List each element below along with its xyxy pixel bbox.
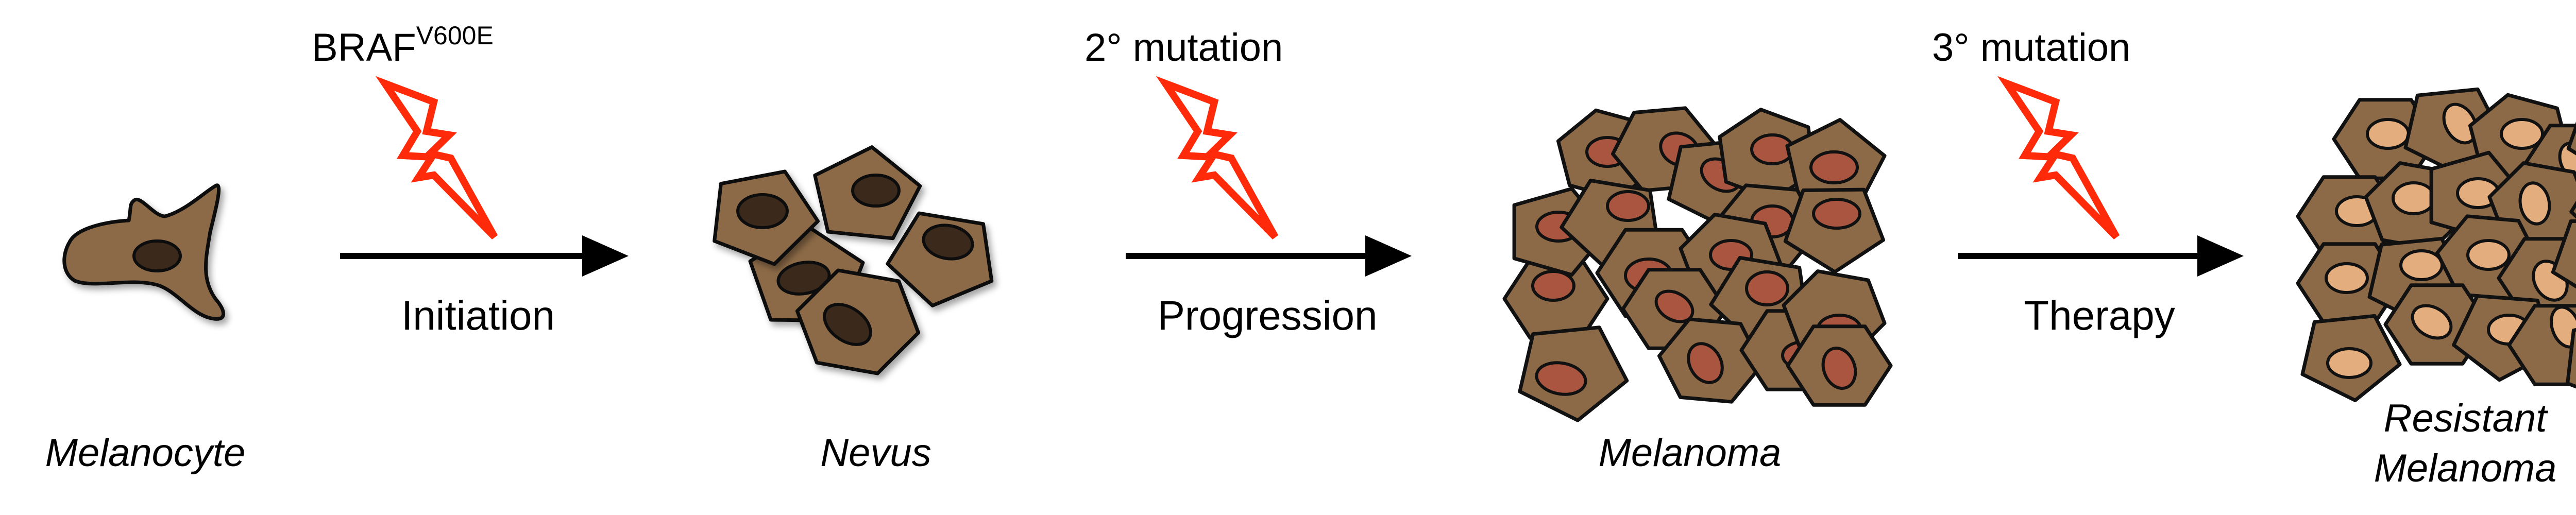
cell (1518, 325, 1629, 422)
cell-nucleus (1535, 361, 1587, 396)
cell-nucleus (2466, 239, 2511, 271)
cell-nucleus (2366, 118, 2410, 150)
cell-nucleus (2392, 181, 2436, 215)
cell-nucleus (2399, 249, 2444, 281)
step-label-progression: Progression (1158, 293, 1378, 338)
step-label-initiation: Initiation (401, 293, 555, 338)
cell (2569, 200, 2576, 219)
cell (1785, 118, 1887, 207)
arrow-progression (1126, 235, 1412, 277)
resistant-melanoma-cell-cluster (2296, 87, 2576, 402)
cell-nucleus (1531, 270, 1575, 302)
cell-nucleus (776, 261, 831, 296)
mutation-label-braf: BRAFV600E (312, 21, 494, 70)
cell-nucleus (823, 303, 872, 346)
melanoma-cell-cluster (1502, 106, 1893, 422)
cell-nucleus (2500, 118, 2544, 150)
right-arrow-icon (2197, 235, 2244, 277)
cell-nucleus (1809, 150, 1859, 184)
cell (1786, 324, 1893, 407)
cell (1718, 108, 1817, 201)
mutation-label-secondary: 2° mutation (1084, 26, 1283, 70)
cell (1657, 317, 1764, 404)
right-arrow-icon (1365, 235, 1412, 277)
cell (713, 169, 820, 266)
lightning-bolt-icon (1997, 76, 2120, 239)
cell (1783, 187, 1885, 274)
right-arrow-icon (582, 235, 629, 277)
cell-nucleus (1812, 198, 1861, 230)
cell (2551, 219, 2576, 289)
stage-label-melanoma: Melanoma (1599, 431, 1782, 475)
melanocyte-cell (62, 183, 225, 321)
cell-nucleus (1745, 270, 1789, 306)
cell-nucleus (2411, 304, 2453, 340)
cell-nucleus (1606, 190, 1650, 222)
cell-nucleus (1687, 342, 1724, 384)
cell-nucleus (2518, 181, 2551, 226)
step-label-therapy: Therapy (2024, 293, 2175, 338)
lightning-bolt-icon (1156, 76, 1279, 239)
cell-body (2551, 219, 2576, 289)
cell (886, 211, 994, 307)
cell-body (2569, 200, 2576, 219)
arrow-therapy (1958, 235, 2244, 277)
stage-label-melanocyte: Melanocyte (45, 431, 246, 475)
cell-nucleus (736, 193, 789, 229)
cell (795, 268, 921, 375)
stage-label-resistant-line2: Melanoma (2374, 447, 2557, 490)
cell (2300, 314, 2402, 402)
cell-nucleus (1654, 289, 1694, 323)
cell-nucleus (851, 174, 901, 208)
cell-nucleus (2442, 102, 2478, 145)
cell (2566, 328, 2576, 389)
cell (2566, 122, 2576, 156)
cell (813, 145, 922, 241)
lightning-bolt-icon (375, 76, 498, 239)
stage-label-nevus: Nevus (820, 431, 931, 475)
cell-nucleus (1821, 347, 1857, 390)
cell-nucleus (922, 224, 974, 261)
arrow-initiation (340, 235, 629, 277)
cell-nucleus (2325, 262, 2369, 294)
cell-body (2566, 328, 2576, 389)
melanocyte-nucleus (132, 239, 182, 272)
nevus-cell-cluster (713, 145, 994, 375)
stage-label-resistant: Resistant (2384, 397, 2549, 440)
mutation-label-tertiary: 3° mutation (1932, 26, 2130, 70)
cell-nucleus (2326, 347, 2372, 379)
cell-body (2566, 122, 2576, 156)
